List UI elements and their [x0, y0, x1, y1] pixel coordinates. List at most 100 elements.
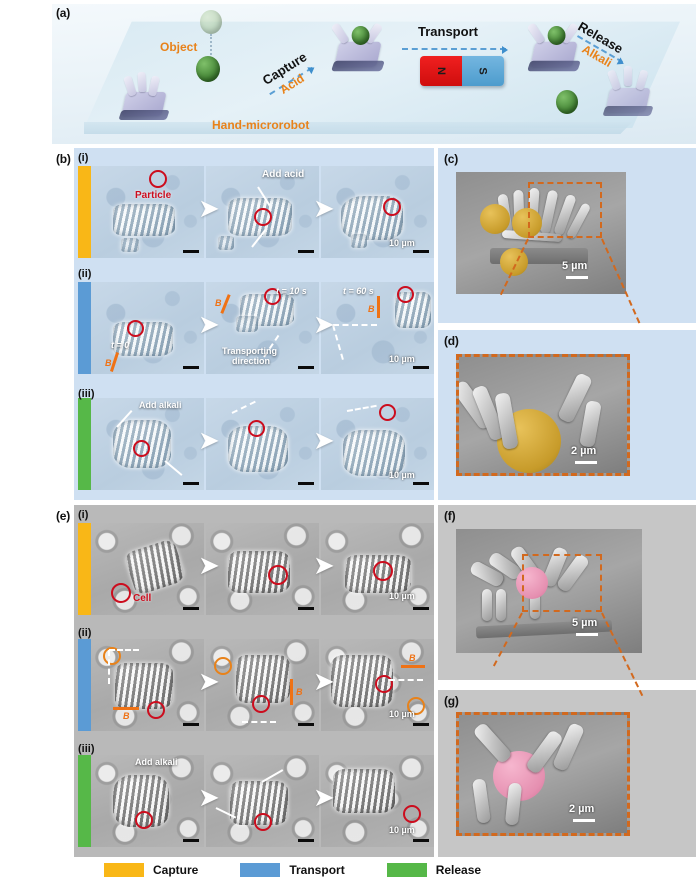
- scale-bar: [183, 366, 199, 369]
- panel-label-e: (e): [56, 509, 71, 523]
- legend-label-transport: Transport: [289, 863, 345, 877]
- scale-label: 2 µm: [569, 803, 595, 815]
- robot-finger: [137, 71, 147, 93]
- scale-bar: [183, 839, 199, 842]
- target-particle-highlight: [149, 170, 167, 188]
- sem-image-d: 2 µm: [456, 354, 630, 476]
- microrobot-body: [115, 663, 173, 709]
- robot-base: [331, 60, 385, 72]
- release-arrow: [164, 460, 183, 476]
- microrobot-body: [113, 204, 175, 236]
- step-chevron-icon: ➤: [198, 194, 220, 224]
- magnet-south-label: S: [477, 67, 489, 75]
- scale-bar: [413, 723, 429, 726]
- panel-label-g: (g): [444, 694, 459, 708]
- step-chevron-icon: ➤: [313, 783, 335, 813]
- legend-item-transport: Transport: [240, 863, 345, 877]
- b-field-label: B: [123, 711, 130, 721]
- robot-finger: [526, 22, 546, 45]
- time-label-t60: t = 60 s: [343, 286, 374, 296]
- b-field-label: B: [368, 304, 375, 314]
- debris: [236, 316, 258, 332]
- transport-step-label: Transport: [418, 24, 478, 39]
- microrobot-body: [123, 538, 187, 596]
- target-cell-highlight: [268, 565, 288, 585]
- release-path: [231, 400, 256, 414]
- transport-direction-label-2: direction: [232, 356, 271, 366]
- add-acid-label: Add acid: [262, 169, 305, 180]
- transport-arrow: [402, 46, 508, 54]
- panel-e-row-ii-roman: (ii): [78, 627, 92, 639]
- reference-cell-highlight: [103, 647, 121, 665]
- stage-bar-capture-b1: [78, 166, 91, 258]
- stage-bar-capture-e1: [78, 523, 91, 615]
- scale-bar: [413, 250, 429, 253]
- released-object: [556, 90, 578, 114]
- panel-e-row-iii-roman: (iii): [78, 743, 95, 755]
- add-alkali-label: Add alkali: [135, 757, 178, 767]
- add-alkali-label: Add alkali: [139, 400, 182, 410]
- panel-b-row-i-roman: (i): [78, 152, 89, 164]
- panel-b-row-iii-frames: Add alkali 10 µm: [91, 398, 434, 490]
- sem-particle-yellow: [512, 208, 542, 238]
- panel-e-row-i-frames: Cell 10 µm: [91, 523, 434, 615]
- panel-b-row-iii-roman: (iii): [78, 388, 95, 400]
- transport-path: [109, 649, 139, 651]
- scale-label: 5 µm: [572, 617, 598, 629]
- panel-e-row-ii-frames: B B B 10 µm: [91, 639, 434, 731]
- scale-label: 10 µm: [389, 470, 415, 480]
- target-cell-highlight: [111, 583, 131, 603]
- object-sphere: [196, 56, 220, 82]
- micrograph-frame: Add alkali: [91, 755, 204, 847]
- scale-bar: [298, 482, 314, 485]
- panel-b-row-ii-frames: t = 0 B B t = 10 s Transporting directio…: [91, 282, 434, 374]
- scale-bar: [576, 633, 598, 636]
- transport-direction-label-1: Transporting: [222, 346, 278, 356]
- captured-object: [351, 26, 370, 45]
- scale-bar: [575, 461, 597, 464]
- sem-finger: [482, 589, 492, 621]
- sem-finger: [530, 585, 540, 619]
- micrograph-frame: B t = 60 s 10 µm: [321, 282, 434, 374]
- legend-label-capture: Capture: [153, 863, 199, 877]
- hand-microrobot-open: [114, 70, 176, 122]
- target-particle-highlight: [383, 198, 401, 216]
- debris: [351, 234, 367, 248]
- scale-label: 10 µm: [389, 709, 415, 719]
- hand-microrobot-label: Hand-microrobot: [212, 118, 310, 132]
- object-label: Object: [160, 40, 198, 54]
- panel-label-c: (c): [444, 152, 459, 166]
- scale-bar: [413, 366, 429, 369]
- object-drop-path: [210, 34, 212, 70]
- robot-finger: [123, 75, 137, 97]
- b-field-label: B: [105, 358, 112, 368]
- micrograph-frame: 10 µm: [321, 166, 434, 258]
- micrograph-frame: [206, 523, 319, 615]
- transport-path: [108, 650, 110, 684]
- scale-bar: [183, 482, 199, 485]
- micrograph-frame: 10 µm: [321, 755, 434, 847]
- released-cell-highlight: [403, 805, 421, 823]
- micrograph-frame: Particle: [91, 166, 204, 258]
- robot-base: [527, 60, 581, 72]
- step-chevron-icon: ➤: [198, 426, 220, 456]
- particle-label: Particle: [135, 190, 172, 201]
- stage-bar-release-e3: [78, 755, 91, 847]
- step-chevron-icon: ➤: [313, 426, 335, 456]
- step-chevron-icon: ➤: [198, 783, 220, 813]
- magnet: N S: [420, 56, 504, 86]
- magnet-north-pole: N: [420, 56, 462, 86]
- magnet-south-pole: S: [462, 56, 504, 86]
- panel-label-a: (a): [56, 6, 71, 20]
- zoom-region-box-c: [528, 182, 602, 238]
- b-field-vector: [401, 665, 425, 668]
- released-cargo-highlight: [248, 420, 265, 437]
- scale-label: 10 µm: [389, 238, 415, 248]
- scale-bar: [566, 276, 588, 279]
- scale-bar: [413, 482, 429, 485]
- cargo-cell-highlight: [147, 701, 165, 719]
- captured-object: [547, 26, 566, 45]
- scale-bar: [298, 607, 314, 610]
- micrograph-frame: B t = 10 s Transporting direction: [206, 282, 319, 374]
- legend-swatch-capture: [104, 863, 144, 877]
